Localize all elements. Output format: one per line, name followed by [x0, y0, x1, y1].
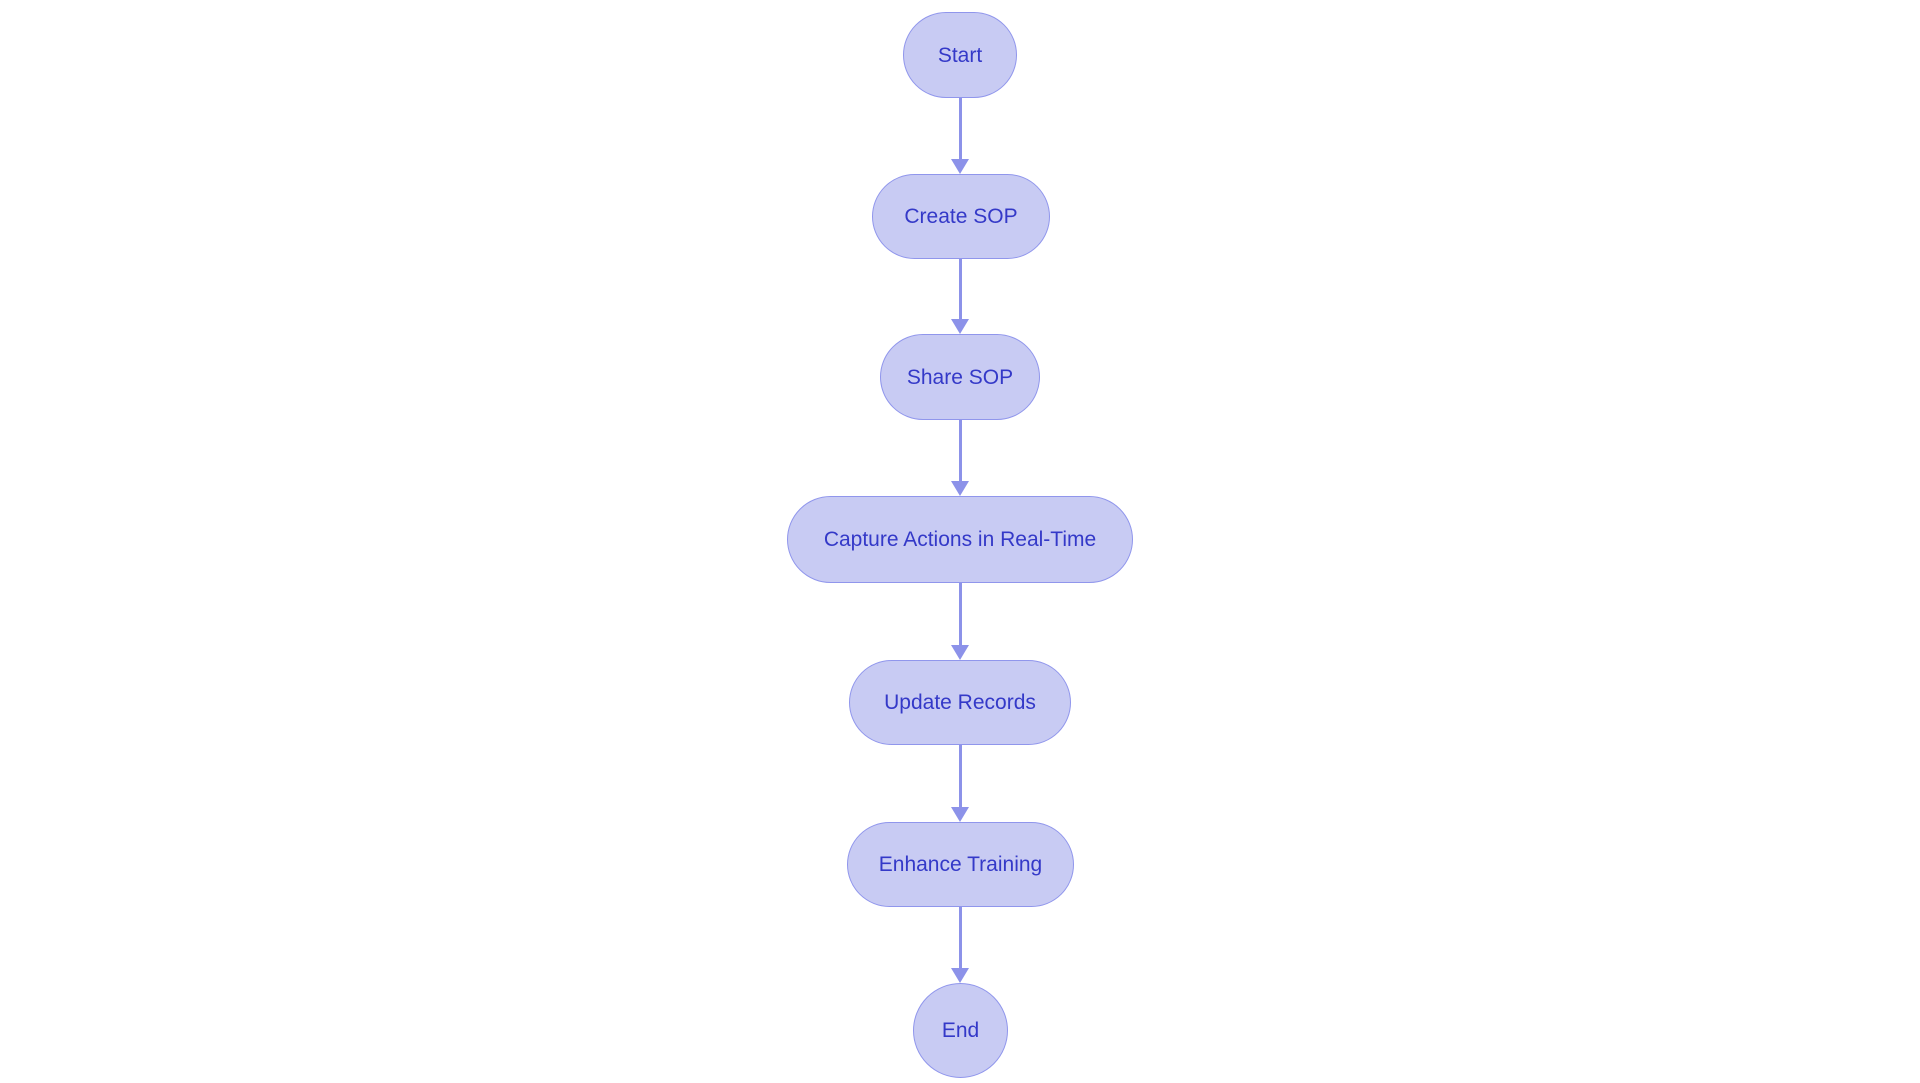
flow-node-start: Start	[903, 12, 1017, 98]
flow-node-end: End	[913, 983, 1008, 1078]
flow-node-enhance-training: Enhance Training	[847, 822, 1074, 907]
edge-line	[958, 583, 962, 647]
flow-node-capture-actions: Capture Actions in Real-Time	[787, 496, 1133, 583]
edge-line	[958, 907, 962, 970]
flow-edge-create-sop-to-share-sop	[950, 259, 970, 334]
arrowhead-down-icon	[951, 968, 969, 983]
edge-line	[958, 98, 962, 161]
flow-edge-capture-actions-to-update-records	[950, 583, 970, 660]
arrowhead-down-icon	[951, 807, 969, 822]
flow-edge-update-records-to-enhance-training	[950, 745, 970, 822]
edge-line	[958, 259, 962, 321]
flow-node-update-records: Update Records	[849, 660, 1071, 745]
flow-node-share-sop: Share SOP	[880, 334, 1040, 420]
flow-edge-share-sop-to-capture-actions	[950, 420, 970, 496]
edge-line	[958, 745, 962, 809]
arrowhead-down-icon	[951, 159, 969, 174]
arrowhead-down-icon	[951, 645, 969, 660]
flow-node-create-sop: Create SOP	[872, 174, 1050, 259]
flow-edge-start-to-create-sop	[950, 98, 970, 174]
edge-line	[958, 420, 962, 483]
arrowhead-down-icon	[951, 481, 969, 496]
arrowhead-down-icon	[951, 319, 969, 334]
flow-edge-enhance-training-to-end	[950, 907, 970, 983]
